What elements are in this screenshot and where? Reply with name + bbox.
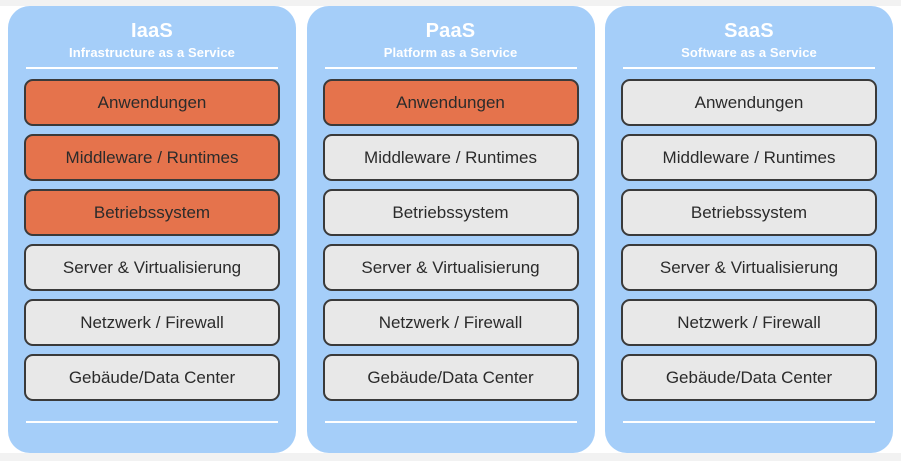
panel-header-paas: PaaS Platform as a Service — [323, 20, 579, 69]
panel-header-iaas: IaaS Infrastructure as a Service — [24, 20, 280, 69]
panel-header-saas: SaaS Software as a Service — [621, 20, 877, 69]
panel-footer-space — [24, 423, 280, 443]
layer-box: Betriebssystem — [24, 189, 280, 236]
panel-footer-space — [621, 423, 877, 443]
layer-box: Middleware / Runtimes — [322, 134, 579, 181]
panel-title-saas: SaaS — [724, 20, 774, 42]
layer-box: Anwendungen — [24, 79, 280, 126]
layer-box: Server & Virtualisierung — [322, 244, 579, 291]
layer-box: Betriebssystem — [322, 189, 579, 236]
layer-box: Betriebssystem — [621, 189, 877, 236]
bottom-edge-strip — [0, 453, 901, 461]
panel-header-divider-iaas — [26, 67, 278, 69]
panel-header-divider-saas — [623, 67, 875, 69]
layer-box: Middleware / Runtimes — [621, 134, 877, 181]
panel-footer-space — [323, 423, 579, 443]
top-edge-strip — [0, 0, 901, 6]
layer-box: Server & Virtualisierung — [621, 244, 877, 291]
layer-box: Anwendungen — [621, 79, 877, 126]
layer-box: Netzwerk / Firewall — [24, 299, 280, 346]
panel-subtitle-paas: Platform as a Service — [383, 45, 518, 60]
layer-box: Middleware / Runtimes — [24, 134, 280, 181]
layer-box: Anwendungen — [322, 79, 579, 126]
panel-header-divider-paas — [324, 67, 577, 69]
layer-box: Netzwerk / Firewall — [621, 299, 877, 346]
panel-title-iaas: IaaS — [131, 20, 173, 42]
panel-footer-divider-saas — [623, 421, 875, 423]
panel-footer-divider-iaas — [26, 421, 278, 423]
panel-footer-divider-paas — [324, 421, 577, 423]
layer-box: Gebäude/Data Center — [24, 354, 280, 401]
panel-subtitle-saas: Software as a Service — [681, 45, 817, 60]
layer-box: Server & Virtualisierung — [24, 244, 280, 291]
layer-box: Gebäude/Data Center — [322, 354, 579, 401]
panel-title-paas: PaaS — [425, 20, 476, 42]
layer-box: Netzwerk / Firewall — [322, 299, 579, 346]
panel-subtitle-iaas: Infrastructure as a Service — [68, 45, 235, 60]
layer-box: Gebäude/Data Center — [621, 354, 877, 401]
